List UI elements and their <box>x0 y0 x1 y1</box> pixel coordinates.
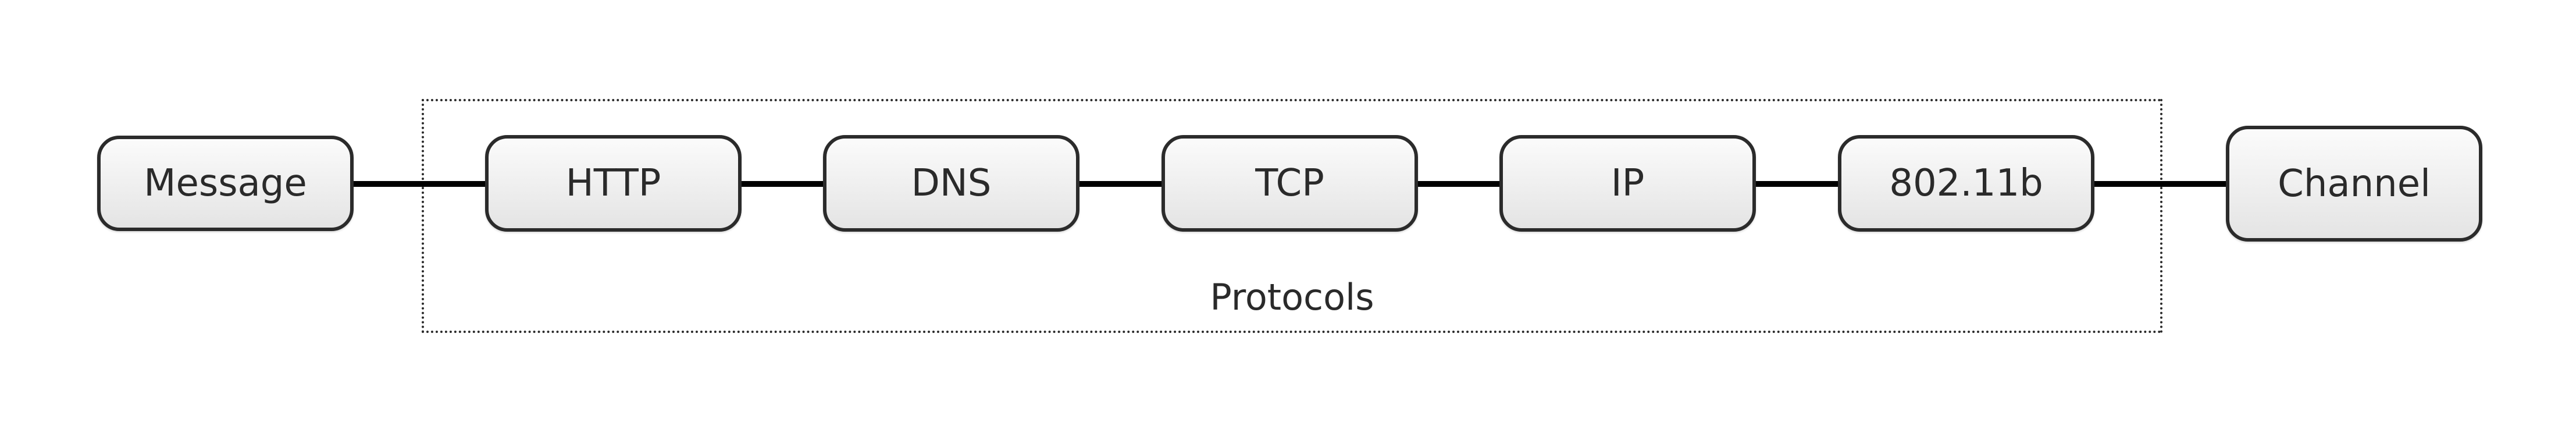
message-label: Message <box>144 162 307 205</box>
tcp-label: TCP <box>1255 162 1324 205</box>
connector-http-dns <box>739 181 825 187</box>
http-label: HTTP <box>565 162 661 205</box>
802-11b-node: 802.11b <box>1838 135 2094 232</box>
connector-message-http <box>351 181 489 187</box>
channel-label: Channel <box>2278 162 2431 205</box>
protocols-group-label: Protocols <box>1210 276 1374 318</box>
protocols-group-box <box>422 99 2162 333</box>
dns-node: DNS <box>823 135 1079 232</box>
802-11b-label: 802.11b <box>1889 162 2043 205</box>
connector-dns-tcp <box>1077 181 1164 187</box>
ip-node: IP <box>1499 135 1756 232</box>
tcp-node: TCP <box>1161 135 1418 232</box>
ip-label: IP <box>1611 162 1645 205</box>
connector-802-channel <box>2092 181 2230 187</box>
channel-node: Channel <box>2226 126 2482 242</box>
http-node: HTTP <box>485 135 742 232</box>
connector-tcp-ip <box>1415 181 1502 187</box>
dns-label: DNS <box>911 162 992 205</box>
connector-ip-802 <box>1754 181 1840 187</box>
message-node: Message <box>97 136 354 231</box>
